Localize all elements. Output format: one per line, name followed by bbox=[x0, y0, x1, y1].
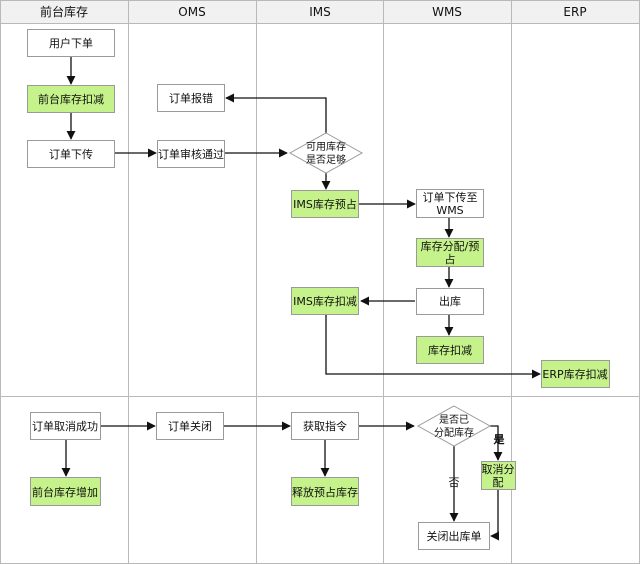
node-wms-deduct bbox=[416, 336, 484, 364]
lane-title-oms: OMS bbox=[178, 5, 205, 19]
edge-stock-check-to-error bbox=[225, 93, 327, 133]
node-order-send bbox=[27, 140, 115, 168]
node-stock-enough-check bbox=[288, 132, 364, 174]
edge-label-no: 否 bbox=[449, 476, 460, 489]
node-order-send-label: 订单下传 bbox=[49, 148, 93, 161]
node-order-close bbox=[156, 412, 224, 440]
node-release-preoccupy bbox=[291, 477, 359, 506]
node-allocated-check bbox=[416, 405, 492, 447]
lane-title-ims: IMS bbox=[309, 5, 331, 19]
node-ship-out bbox=[416, 288, 484, 315]
node-erp-deduct bbox=[541, 360, 610, 388]
edge-ims-deduct-to-erp bbox=[325, 315, 541, 379]
node-order-review bbox=[157, 140, 225, 168]
node-order-review-label: 订单审核通过 bbox=[158, 147, 224, 161]
node-allocated-check-line2: 分配库存 bbox=[434, 426, 474, 439]
node-allocate-line1: 库存分配/预 bbox=[421, 239, 480, 253]
node-ims-preoccupy bbox=[291, 190, 359, 218]
node-get-command bbox=[291, 412, 359, 440]
lane-title-front-stock: 前台库存 bbox=[40, 4, 88, 19]
node-ims-deduct-label: IMS库存扣减 bbox=[293, 294, 357, 308]
node-order-error bbox=[157, 84, 225, 112]
node-front-stock-deduct-label: 前台库存扣减 bbox=[38, 92, 104, 106]
edge-allocated-check-yes bbox=[490, 425, 503, 461]
node-order-to-wms-line1: 订单下传至 bbox=[423, 191, 478, 204]
node-cancel-alloc-line2: 配 bbox=[493, 476, 504, 489]
lane-erp bbox=[511, 0, 640, 564]
node-order-close-label: 订单关闭 bbox=[168, 419, 212, 433]
node-order-error-label: 订单报错 bbox=[169, 91, 213, 105]
node-order-to-wms bbox=[416, 189, 484, 218]
node-erp-deduct-label: ERP库存扣减 bbox=[542, 367, 607, 381]
node-ims-deduct bbox=[291, 287, 359, 315]
node-user-order-label: 用户下单 bbox=[49, 36, 93, 50]
node-user-order bbox=[27, 29, 115, 57]
node-front-stock-add bbox=[30, 477, 101, 506]
node-wms-deduct-label: 库存扣减 bbox=[428, 343, 472, 357]
node-allocate bbox=[416, 238, 484, 267]
node-ims-preoccupy-label: IMS库存预占 bbox=[293, 197, 357, 211]
node-cancel-alloc bbox=[481, 461, 516, 490]
node-stock-enough-line2: 是否足够 bbox=[306, 154, 346, 166]
edge-label-yes: 是 bbox=[493, 433, 506, 446]
node-get-command-label: 获取指令 bbox=[303, 419, 347, 433]
node-close-outbound bbox=[418, 522, 490, 550]
node-stock-enough-line1: 可用库存 bbox=[306, 140, 346, 153]
lane-title-erp: ERP bbox=[563, 5, 586, 19]
node-cancel-success-label: 订单取消成功 bbox=[32, 419, 98, 433]
node-cancel-alloc-line1: 取消分 bbox=[482, 462, 515, 476]
node-close-outbound-label: 关闭出库单 bbox=[427, 529, 482, 543]
node-front-stock-deduct bbox=[27, 85, 115, 113]
lane-title-wms: WMS bbox=[432, 5, 462, 19]
edge-cancel-alloc-to-close bbox=[490, 490, 500, 541]
node-order-to-wms-line2: WMS bbox=[436, 204, 463, 217]
node-ship-out-label: 出库 bbox=[439, 294, 461, 308]
node-allocate-line2: 占 bbox=[445, 252, 456, 266]
node-cancel-success bbox=[30, 412, 101, 440]
node-front-stock-add-label: 前台库存增加 bbox=[32, 485, 98, 499]
node-release-preoccupy-label: 释放预占库存 bbox=[292, 485, 358, 499]
node-allocated-check-line1: 是否已 bbox=[439, 414, 469, 426]
